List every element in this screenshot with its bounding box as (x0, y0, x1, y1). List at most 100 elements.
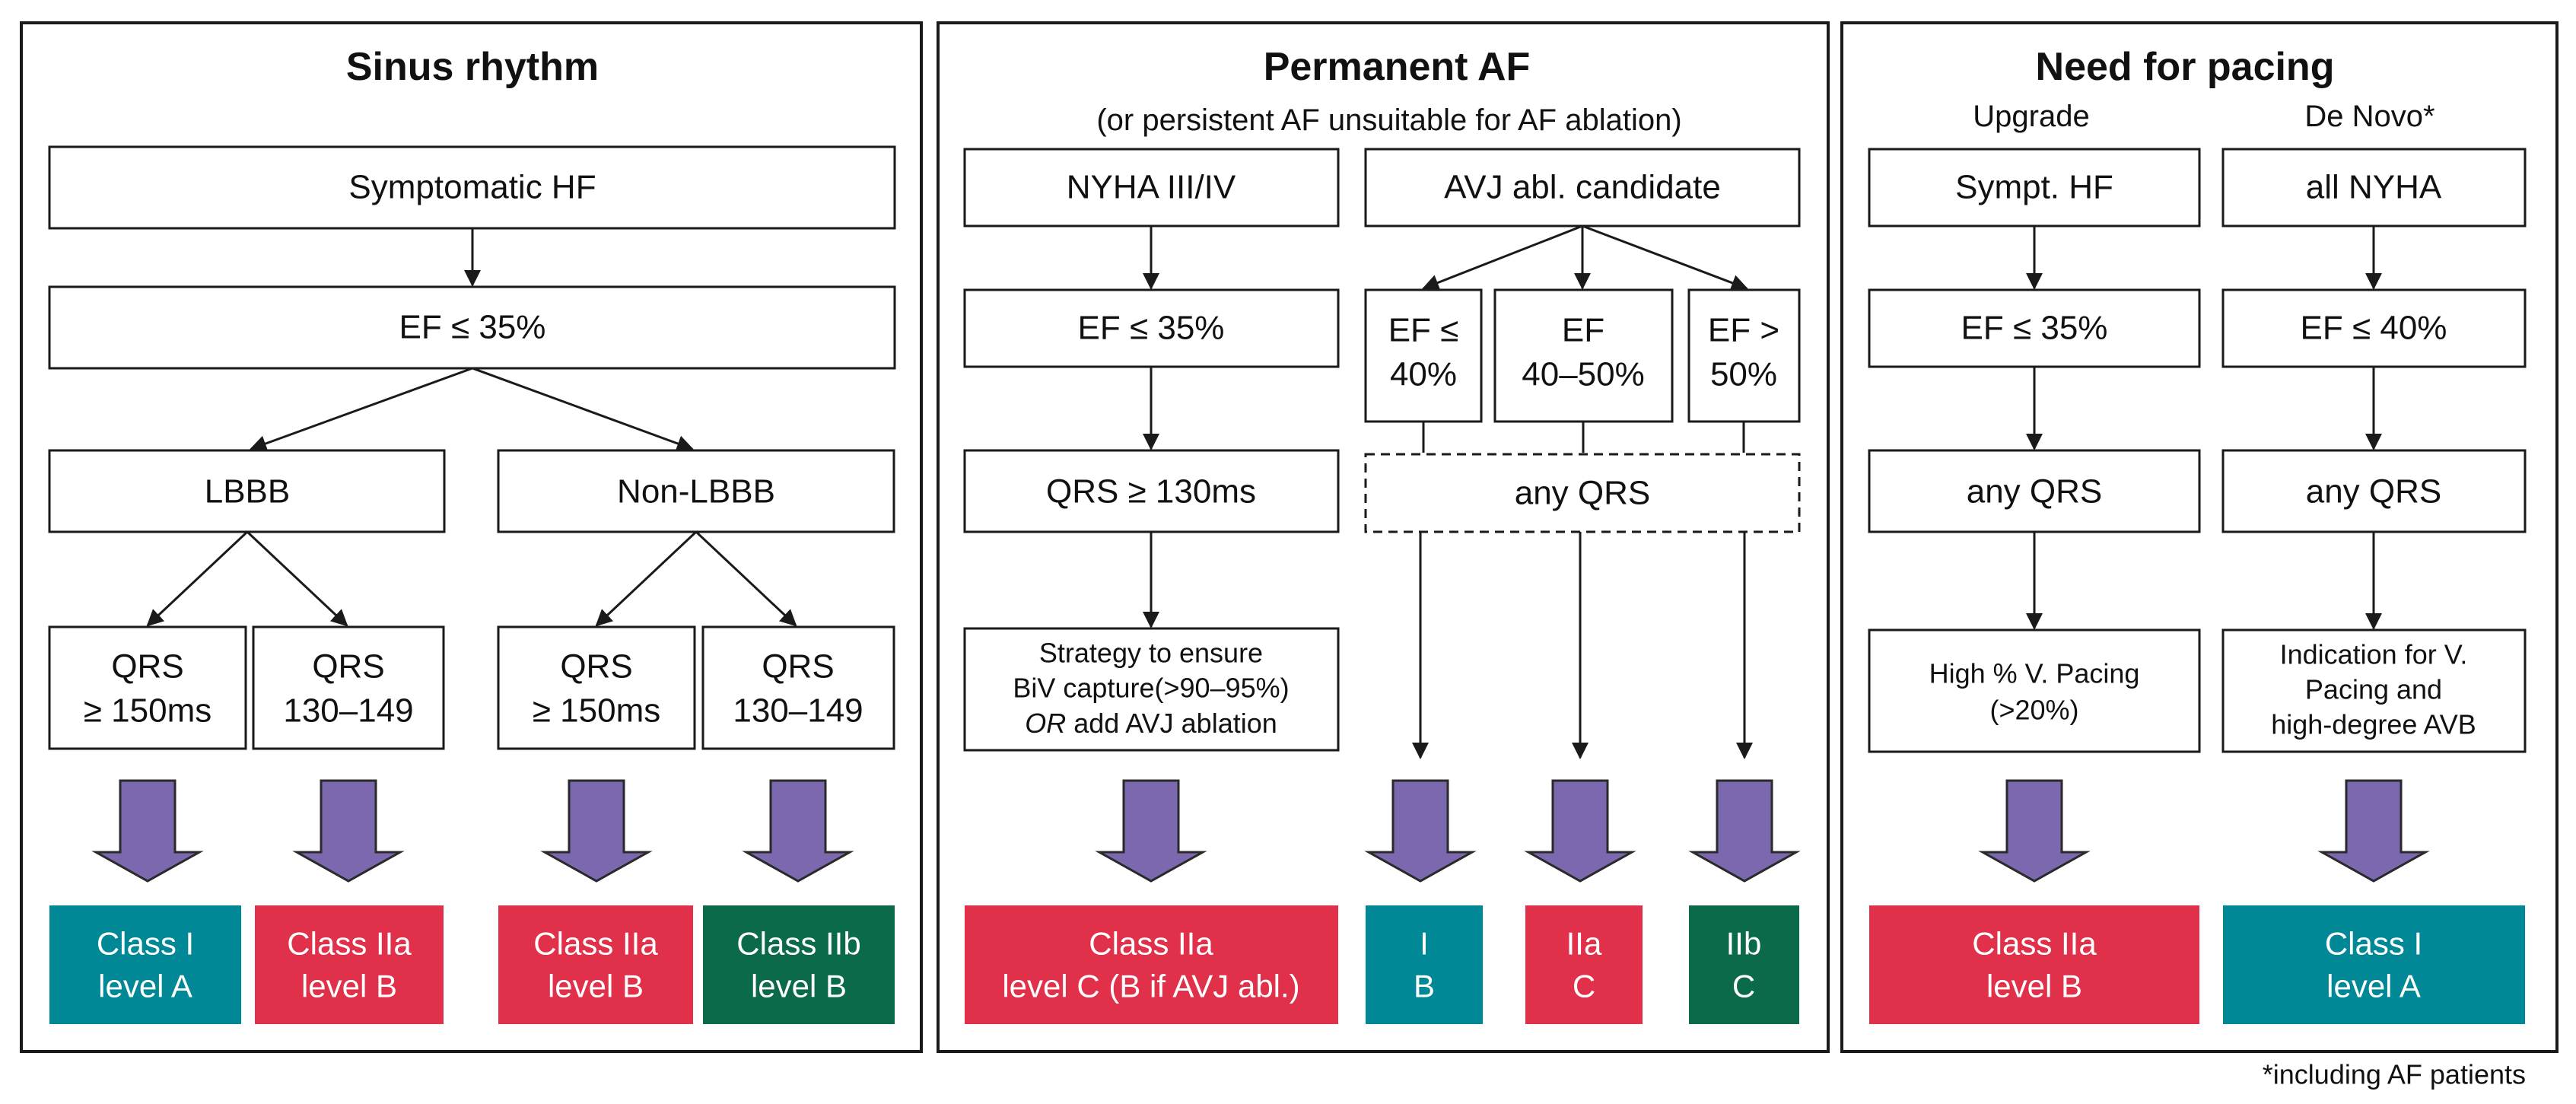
avj-candidate-label: AVJ abl. candidate (1444, 169, 1721, 206)
non-lbbb-box (497, 449, 895, 533)
down-arrow-icon (292, 779, 405, 883)
qrs-150-nonlbbb-box (497, 625, 696, 750)
sympt-hf-label: Sympt. HF (1955, 169, 2113, 206)
class-label: Class IIa (533, 926, 658, 962)
pacing-any-qrs-label: any QRS (1967, 473, 2103, 511)
connector-line (472, 367, 694, 452)
level-label: level B (301, 969, 397, 1004)
level-label: level B (1986, 969, 2082, 1004)
pacing-any-qrs-box (1868, 449, 2201, 533)
qrs-value: 130–149 (283, 692, 413, 730)
level-label: level C (B if AVJ abl.) (1002, 969, 1299, 1004)
level-label: level A (98, 969, 192, 1004)
panel-af-subtitle: (or persistent AF unsuitable for AF abla… (1096, 103, 1681, 137)
panel-permanent-af: Permanent AF (or persistent AF unsuitabl… (937, 21, 1830, 1053)
level-label: level B (751, 969, 847, 1004)
class-badge-class-i-level-a (49, 905, 241, 1024)
symptomatic-hf-label: Symptomatic HF (348, 169, 596, 206)
down-arrow-icon (742, 779, 854, 883)
connector-line (250, 367, 473, 452)
connector-line (1422, 224, 1583, 291)
panel-sinus-title: Sinus rhythm (346, 45, 599, 89)
down-arrow-icon (2317, 779, 2430, 883)
ef50-box (1687, 288, 1801, 423)
qrs-label: QRS (111, 648, 183, 686)
indication-box (2221, 628, 2527, 753)
level-label: C (1573, 969, 1595, 1004)
class-label: IIa (1566, 926, 1602, 962)
class-label: Class IIa (287, 926, 412, 962)
strategy-box (963, 627, 1340, 752)
class-label: Class I (97, 926, 194, 962)
class-label: I (1420, 926, 1429, 962)
strategy-line-3: OR add AVJ ablation (1025, 708, 1277, 739)
qrs-value: 130–149 (733, 692, 863, 730)
connector-line (595, 530, 698, 627)
ef40-50-box (1493, 288, 1674, 423)
ef35-box (48, 285, 896, 370)
pacing-ef40-label: EF ≤ 40% (2301, 310, 2447, 347)
down-arrow-icon (540, 779, 653, 883)
ef40-box (1364, 288, 1483, 423)
upgrade-label: Upgrade (1973, 100, 2089, 133)
class-label: Class IIa (1089, 926, 1213, 962)
ef40-value: 40% (1390, 356, 1457, 393)
lbbb-label: LBBB (205, 473, 291, 511)
strategy-or-emphasis: OR (1025, 708, 1066, 739)
avj-candidate-box (1364, 148, 1801, 227)
panel-sinus-frame (20, 21, 923, 1053)
panel-pacing-frame (1840, 21, 2559, 1053)
panel-af-title: Permanent AF (1264, 45, 1531, 89)
strategy-line-1: Strategy to ensure (1039, 638, 1263, 669)
down-arrow-icon (91, 779, 204, 883)
high-pacing-line-2: (>20%) (1989, 695, 2078, 726)
ef40-label: EF ≤ (1388, 312, 1459, 349)
connector-line (246, 530, 348, 627)
high-pacing-box (1868, 628, 2201, 753)
qrs130-label: QRS ≥ 130ms (1046, 473, 1256, 511)
level-label: level B (548, 969, 644, 1004)
connector-line (1582, 224, 1748, 291)
class-label: Class I (2325, 926, 2422, 962)
down-arrow-icon (1364, 779, 1477, 883)
class-label: IIb (1726, 926, 1762, 962)
connector-line (695, 530, 797, 627)
panel-sinus-rhythm: Sinus rhythm Symptomatic HF EF ≤ 35% LBB… (20, 21, 923, 1053)
panel-need-for-pacing: Need for pacing Upgrade De Novo* Sympt. … (1840, 21, 2559, 1053)
nyha-label: NYHA III/IV (1067, 169, 1236, 206)
level-label: B (1414, 969, 1435, 1004)
ef50-value: 50% (1710, 356, 1777, 393)
class-badge-iia-c (1525, 905, 1643, 1024)
pacing-ef35-label: EF ≤ 35% (1961, 310, 2108, 347)
af-ef35-label: EF ≤ 35% (1078, 310, 1225, 347)
class-label: Class IIa (1972, 926, 2097, 962)
footnote: *including AF patients (2263, 1059, 2526, 1090)
strategy-line-2: BiV capture(>90–95%) (1013, 673, 1289, 704)
indication-line-3: high-degree AVB (2271, 709, 2476, 740)
lbbb-box (48, 449, 446, 533)
indication-line-1: Indication for V. (2280, 639, 2468, 670)
denovo-label: De Novo* (2304, 100, 2434, 133)
qrs130-box (963, 449, 1340, 533)
all-nyha-label: all NYHA (2306, 169, 2442, 206)
qrs-value: ≥ 150ms (84, 692, 211, 730)
ef40-50-label: EF (1562, 312, 1604, 349)
class-badge-iib-c (1689, 905, 1799, 1024)
down-arrow-icon (1524, 779, 1636, 883)
qrs-value: ≥ 150ms (533, 692, 660, 730)
class-badge-class-i-level-a (2223, 905, 2525, 1024)
class-badge-class-iia-level-b (1869, 905, 2199, 1024)
qrs-label: QRS (312, 648, 384, 686)
qrs-130-149-lbbb-box (252, 625, 445, 750)
panel-af-frame (937, 21, 1830, 1053)
class-badge-class-iib-level-b (703, 905, 895, 1024)
non-lbbb-label: Non-LBBB (617, 473, 775, 511)
pacing-ef40-box (2221, 288, 2527, 368)
class-badge-i-b (1366, 905, 1483, 1024)
qrs-150-lbbb-box (48, 625, 247, 750)
sympt-hf-box (1868, 148, 2201, 227)
panel-pacing-title: Need for pacing (2036, 45, 2335, 89)
level-label: level A (2326, 969, 2421, 1004)
nyha-box (963, 148, 1340, 227)
